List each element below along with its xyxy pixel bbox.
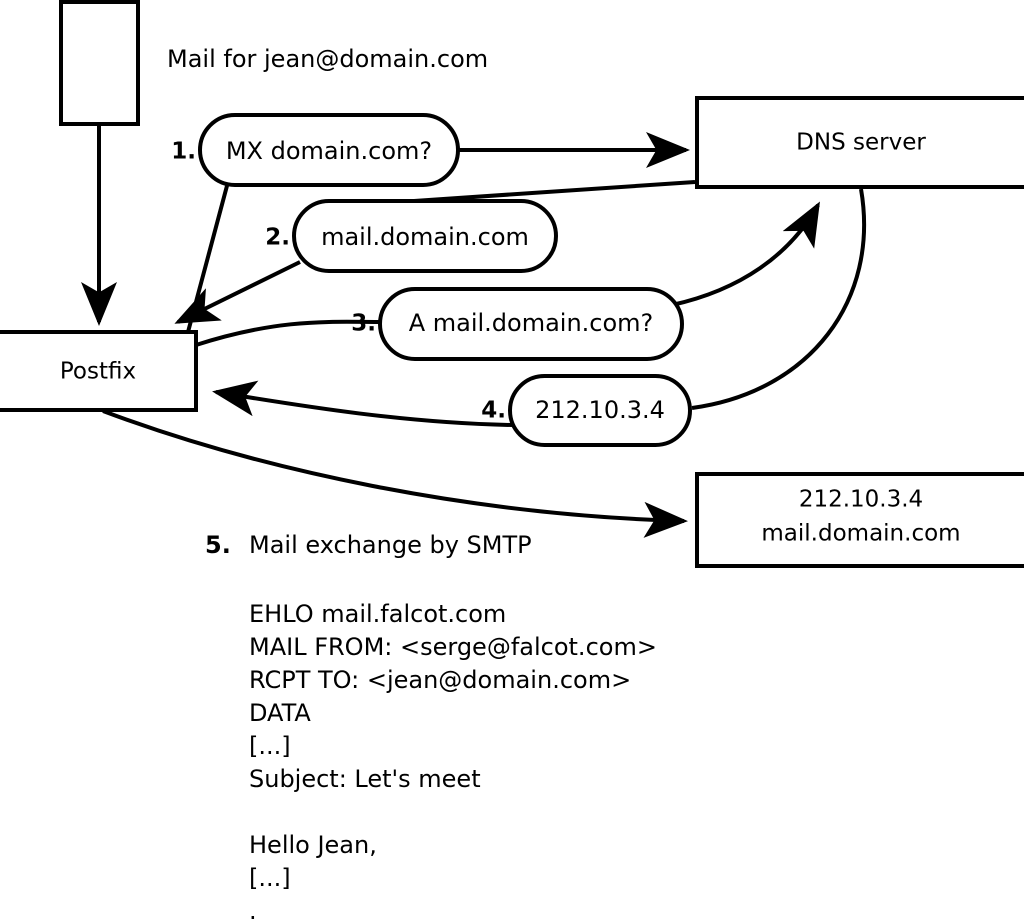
step-2-label: mail.domain.com <box>321 223 529 251</box>
edge-postfix-to-target <box>102 409 688 538</box>
smtp-transcript-line: MAIL FROM: <serge@falcot.com> <box>249 633 657 661</box>
edge-query3-to-dns <box>671 201 820 307</box>
edge-postfix-to-query3 <box>195 319 383 347</box>
smtp-transcript-line: [...] <box>249 732 291 760</box>
postfix-box-label: Postfix <box>60 359 136 385</box>
edge-answer2-to-postfix <box>174 260 301 324</box>
step-5-label: Mail exchange by SMTP <box>249 531 532 559</box>
step-1-bubble <box>198 113 460 187</box>
smtp-transcript-line: EHLO mail.falcot.com <box>249 600 507 628</box>
smtp-transcript-line: Subject: Let's meet <box>249 765 481 793</box>
edge-postfix-to-query1 <box>186 181 230 333</box>
sender-box <box>59 0 140 126</box>
smtp-transcript-line: DATA <box>249 699 311 727</box>
step-2-number: 2. <box>265 225 290 251</box>
step-4-bubble <box>508 374 692 447</box>
step-5-number: 5. <box>205 531 231 559</box>
step-3-bubble <box>378 287 684 361</box>
step-1-number: 1. <box>171 139 196 165</box>
step-4-number: 4. <box>481 398 506 424</box>
dns-server-box-label: DNS server <box>796 130 926 156</box>
edge-dns-to-answer4 <box>691 188 867 410</box>
step-1-label: MX domain.com? <box>226 137 432 165</box>
mail-for-caption: Mail for jean@domain.com <box>167 45 489 73</box>
step-2-bubble <box>292 199 558 273</box>
postfix-box <box>0 330 198 412</box>
step-3-label: A mail.domain.com? <box>409 309 654 337</box>
smtp-transcript-line: [...] <box>249 864 291 892</box>
step-4-label: 212.10.3.4 <box>535 396 665 424</box>
step-3-number: 3. <box>351 311 376 337</box>
target-host-ip: 212.10.3.4 <box>799 487 923 513</box>
smtp-transcript-line <box>249 796 657 829</box>
target-host-box <box>695 472 1024 568</box>
smtp-transcript-line: Hello Jean, <box>249 831 377 859</box>
target-host-name: mail.domain.com <box>761 521 960 547</box>
edge-answer4-to-postfix <box>212 380 513 427</box>
smtp-transcript-line: . <box>249 897 257 919</box>
dns-server-box <box>695 96 1024 189</box>
smtp-transcript-line: RCPT TO: <jean@domain.com> <box>249 666 632 694</box>
